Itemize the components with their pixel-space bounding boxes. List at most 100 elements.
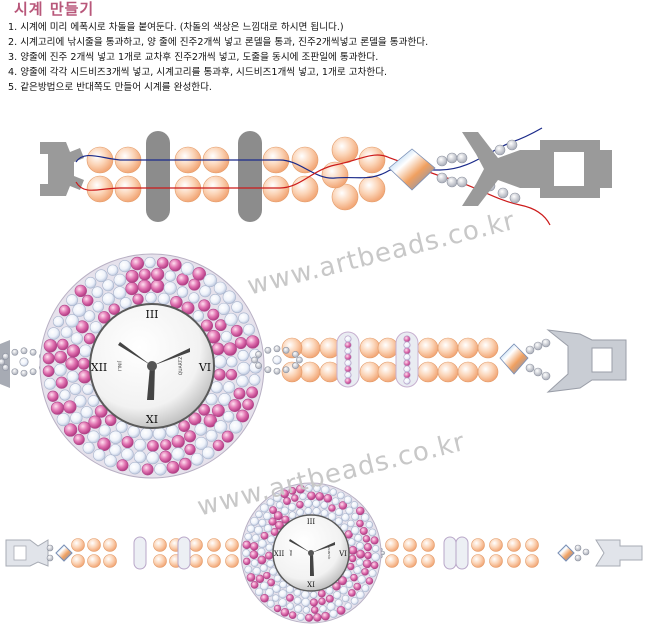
pearl-bead [71, 538, 85, 552]
pink-rhinestone [88, 415, 102, 429]
clasp-right-large [546, 329, 627, 393]
pink-rhinestone [365, 577, 374, 585]
pearl-bead [437, 337, 459, 359]
ab-rhinestone [250, 559, 259, 567]
filigree-bead [282, 366, 290, 374]
ab-rhinestone [278, 598, 288, 608]
crystal-large [499, 343, 529, 375]
pink-rhinestone [249, 542, 259, 551]
ab-rhinestone [254, 525, 263, 535]
pearl-bead [103, 554, 117, 568]
ab-rhinestone [335, 508, 344, 517]
ab-rhinestone [334, 599, 343, 608]
ab-rhinestone [92, 301, 104, 313]
seed-bead [574, 554, 582, 562]
ab-rhinestone [356, 541, 365, 551]
pearl-bead [457, 337, 479, 359]
pearl-bead [262, 175, 290, 203]
pink-rhinestone [350, 573, 358, 582]
ab-rhinestone [205, 393, 218, 406]
pearl-bead [417, 361, 439, 383]
pearl-bead [457, 361, 479, 383]
ab-rhinestone [331, 497, 340, 506]
ab-rhinestone [109, 444, 122, 457]
ab-rhinestone [246, 524, 256, 533]
ab-rhinestone [236, 374, 249, 388]
filigree-bead [0, 358, 5, 366]
rondelle-small [455, 536, 469, 570]
ab-rhinestone [218, 392, 232, 406]
ab-rhinestone [263, 511, 272, 521]
ab-rhinestone [243, 323, 255, 336]
pink-rhinestone [97, 437, 111, 451]
bow-clasp-right-large [251, 345, 303, 375]
ab-rhinestone [60, 326, 73, 339]
ab-rhinestone [329, 609, 338, 618]
pearl-bead [225, 554, 239, 568]
ab-rhinestone [237, 361, 251, 375]
ab-rhinestone [79, 344, 92, 358]
ab-rhinestone [244, 532, 253, 541]
rondelle-gem [344, 359, 352, 367]
ab-rhinestone [303, 499, 313, 508]
filigree-bead [292, 362, 299, 369]
rondelle-1 [146, 131, 170, 222]
ab-rhinestone [152, 427, 167, 441]
ab-rhinestone [365, 521, 374, 529]
pink-rhinestone [315, 492, 324, 501]
pink-rhinestone [347, 562, 355, 571]
pink-rhinestone [265, 551, 274, 560]
watch-assembly-large: III VI XI XII JINLI QUARTZ [0, 253, 627, 479]
pink-rhinestone [130, 256, 145, 271]
ab-rhinestone [301, 597, 311, 607]
pearl-bead [189, 554, 203, 568]
pink-rhinestone [57, 338, 69, 351]
ab-rhinestone [279, 580, 288, 589]
ab-rhinestone [347, 538, 356, 547]
ab-rhinestone [44, 377, 56, 390]
pearl-bead [103, 538, 117, 552]
pink-rhinestone [307, 491, 316, 501]
ab-rhinestone [286, 602, 295, 611]
pearl-bead [86, 146, 114, 174]
step-2: 2. 시계고리에 낚시줄을 통과하고, 양 줄에 진주2개씩 넣고 론델을 통과… [8, 37, 429, 48]
ab-rhinestone [145, 292, 157, 304]
ab-rhinestone [194, 423, 208, 436]
pearl-bead [421, 554, 435, 568]
pearl-bead [153, 554, 167, 568]
filigree-bead [380, 550, 385, 556]
pink-rhinestone [332, 582, 341, 591]
dial-numeral-3: VI [198, 361, 211, 374]
ab-rhinestone [337, 491, 345, 500]
pink-rhinestone [309, 598, 318, 607]
step-1: 1. 시계에 미리 에폭시로 차돌을 붙여둔다. (차돌의 색상은 느낌대로 하… [8, 22, 344, 33]
ab-rhinestone [368, 528, 377, 537]
pearl-bead [359, 361, 381, 383]
pink-rhinestone [355, 506, 365, 516]
seed-bead [525, 345, 535, 355]
seed-bead [456, 152, 468, 164]
ab-rhinestone [171, 447, 185, 461]
ab-rhinestone [263, 524, 273, 533]
ab-rhinestone [329, 488, 337, 496]
rondelle-small [133, 536, 147, 570]
ab-rhinestone [164, 270, 176, 282]
filigree-bead [29, 368, 37, 376]
ab-rhinestone [343, 495, 353, 504]
pink-rhinestone [321, 611, 330, 621]
ab-rhinestone [244, 565, 253, 574]
ab-rhinestone [273, 574, 282, 583]
ab-rhinestone [222, 410, 235, 423]
ab-rhinestone [334, 517, 343, 526]
ab-rhinestone [309, 591, 318, 599]
ab-rhinestone [278, 589, 288, 599]
pink-rhinestone [250, 581, 259, 589]
ab-rhinestone [56, 412, 71, 427]
pearl-bead [71, 554, 85, 568]
ab-rhinestone [266, 559, 275, 568]
pink-rhinestone [249, 550, 259, 560]
ab-rhinestone [354, 534, 363, 543]
filigree-bead [29, 348, 37, 356]
watch-loop-left [40, 142, 84, 196]
pink-rhinestone [156, 257, 169, 269]
